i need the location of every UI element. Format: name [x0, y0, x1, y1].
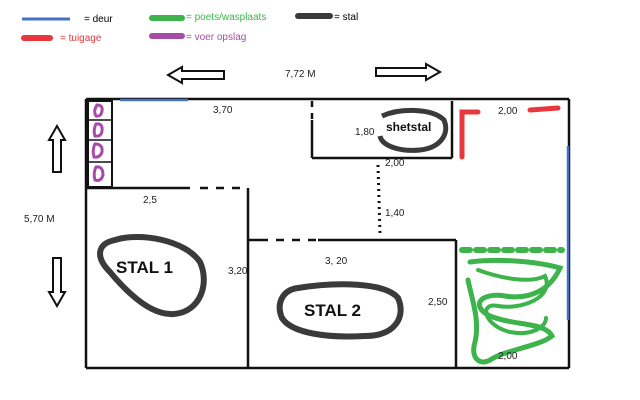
stal2-label: STAL 2	[304, 301, 361, 320]
shetstal-outline	[377, 107, 449, 153]
legend-wash-label: = poets/wasplaats	[186, 12, 266, 23]
stal1-room	[86, 186, 250, 368]
stal2-outline	[276, 281, 404, 340]
legend-tack-label: = tuigage	[60, 33, 102, 44]
legend-door-label: = deur	[84, 14, 113, 25]
legend-stall-label: = stal	[334, 12, 358, 23]
left-arrow-icon	[165, 65, 225, 85]
stal1-width-label: 2,5	[143, 195, 157, 206]
right-arrow-icon	[375, 62, 443, 82]
corridor-label: 1,40	[385, 208, 405, 219]
stal2-room	[248, 238, 458, 368]
total-width-label: 7,72 M	[285, 69, 316, 80]
up-arrow-icon	[47, 123, 67, 173]
stal1-height-label: 3,20	[228, 266, 248, 277]
shetstal-room	[310, 101, 454, 160]
tack-area	[459, 105, 561, 160]
stal1-label: STAL 1	[116, 258, 173, 277]
shetstal-height-label: 1,80	[355, 127, 375, 138]
stal1-outline	[97, 234, 207, 318]
stal2-width-label: 3, 20	[325, 256, 348, 267]
top-left-wall-label: 3,70	[213, 105, 233, 116]
down-arrow-icon	[47, 257, 67, 309]
corridor-divider	[376, 164, 382, 235]
shetstal-width-label: 2,00	[385, 158, 405, 169]
feed-storage	[87, 100, 113, 188]
total-height-label: 5,70 M	[24, 214, 55, 225]
shetstal-label: shetstal	[386, 120, 431, 134]
wash-width-label: 2,00	[498, 351, 518, 362]
legend: = deur = poets/wasplaats = stal = tuigag…	[21, 12, 358, 44]
stal2-height-label: 2,50	[428, 297, 448, 308]
legend-feed-label: = voer opslag	[186, 32, 246, 43]
tack-width-label: 2,00	[498, 106, 518, 117]
wash-area	[459, 247, 565, 365]
